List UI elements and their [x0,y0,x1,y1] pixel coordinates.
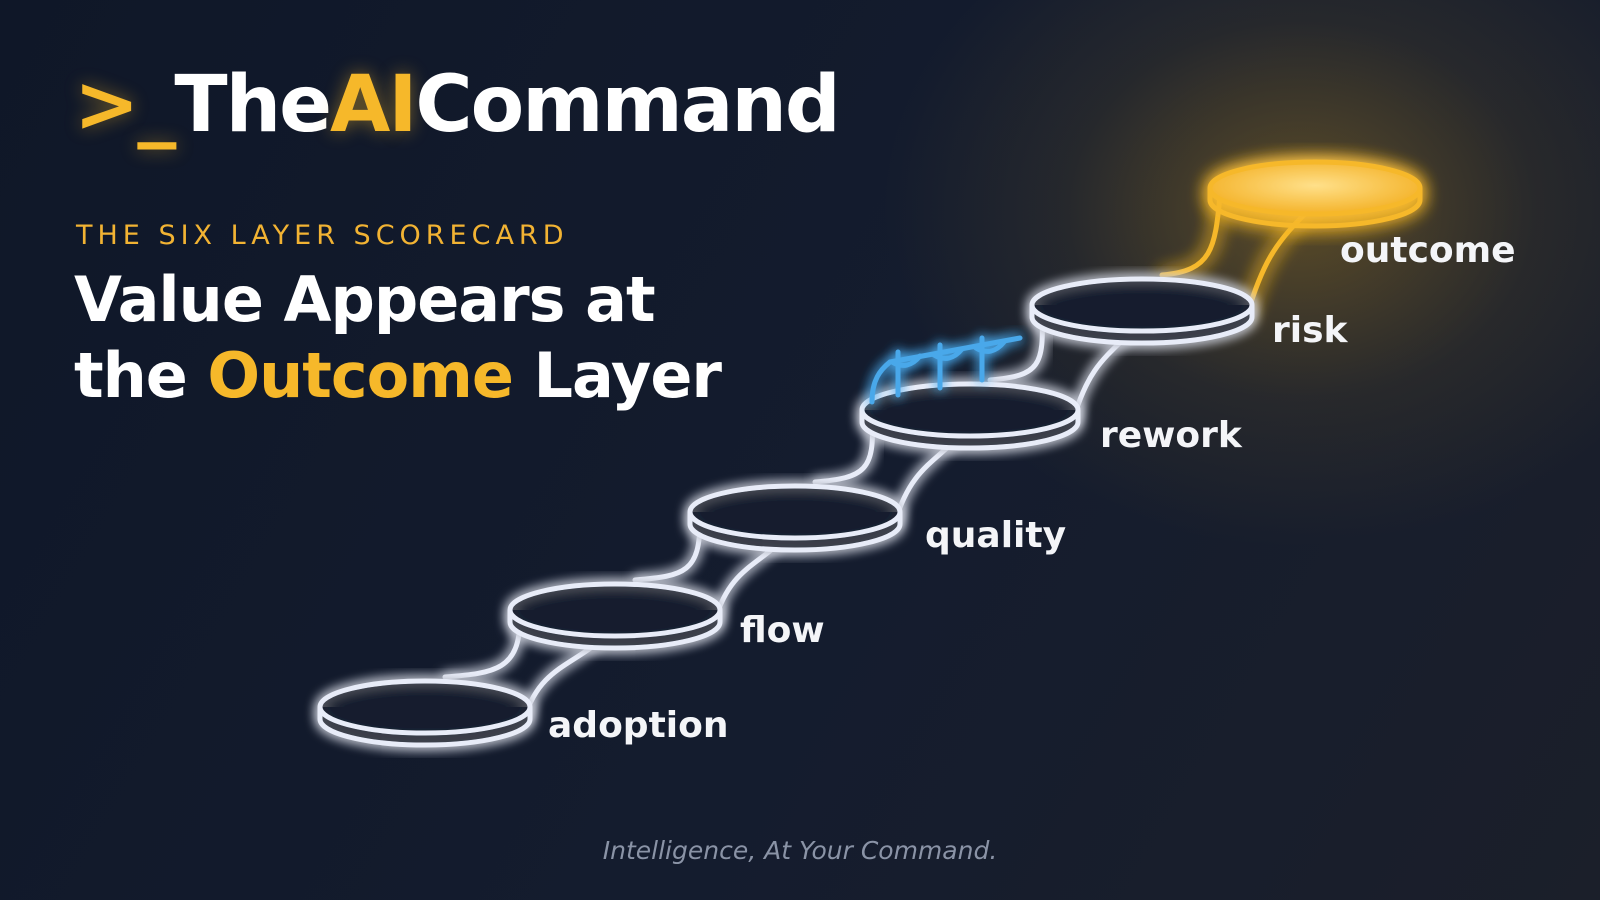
handrail [869,335,1023,405]
step-top [1207,159,1423,217]
step-label-rework: rework [1100,415,1242,456]
headline-line2: the Outcome Layer [74,338,722,414]
step-top [859,381,1081,439]
step-label-flow: flow [740,610,825,651]
step-label-risk: risk [1272,310,1348,351]
step-risk [1029,276,1255,346]
headline-line2-post: Layer [512,339,722,412]
step-quality [687,483,903,553]
step-top [507,581,723,639]
step-label-outcome: outcome [1340,230,1516,271]
step-top [317,678,533,736]
step-connector-5-2 [1244,211,1308,318]
tagline: Intelligence, At Your Command. [602,836,998,865]
eyebrow-label: THE SIX LAYER SCORECARD [76,220,569,251]
headline: Value Appears at the Outcome Layer [74,262,722,414]
step-label-quality: quality [925,515,1067,556]
step-flow [507,581,723,651]
step-connector-1-1 [442,615,523,680]
brand-logo: >_TheAICommand [74,66,841,144]
step-top [687,483,903,541]
step-outcome [1207,159,1423,229]
headline-accent: Outcome [207,339,513,412]
headline-line2-pre: the [74,339,208,412]
steps-group [317,159,1423,748]
step-top [1029,276,1255,334]
prompt-symbol: >_ [74,60,176,150]
step-adoption [317,678,533,748]
brand-name-part2: Command [415,60,840,150]
step-rework [859,381,1081,451]
headline-line1: Value Appears at [74,263,656,336]
step-label-adoption: adoption [548,705,729,746]
brand-name-part1: The [174,60,332,150]
brand-name-accent: AI [330,60,417,150]
